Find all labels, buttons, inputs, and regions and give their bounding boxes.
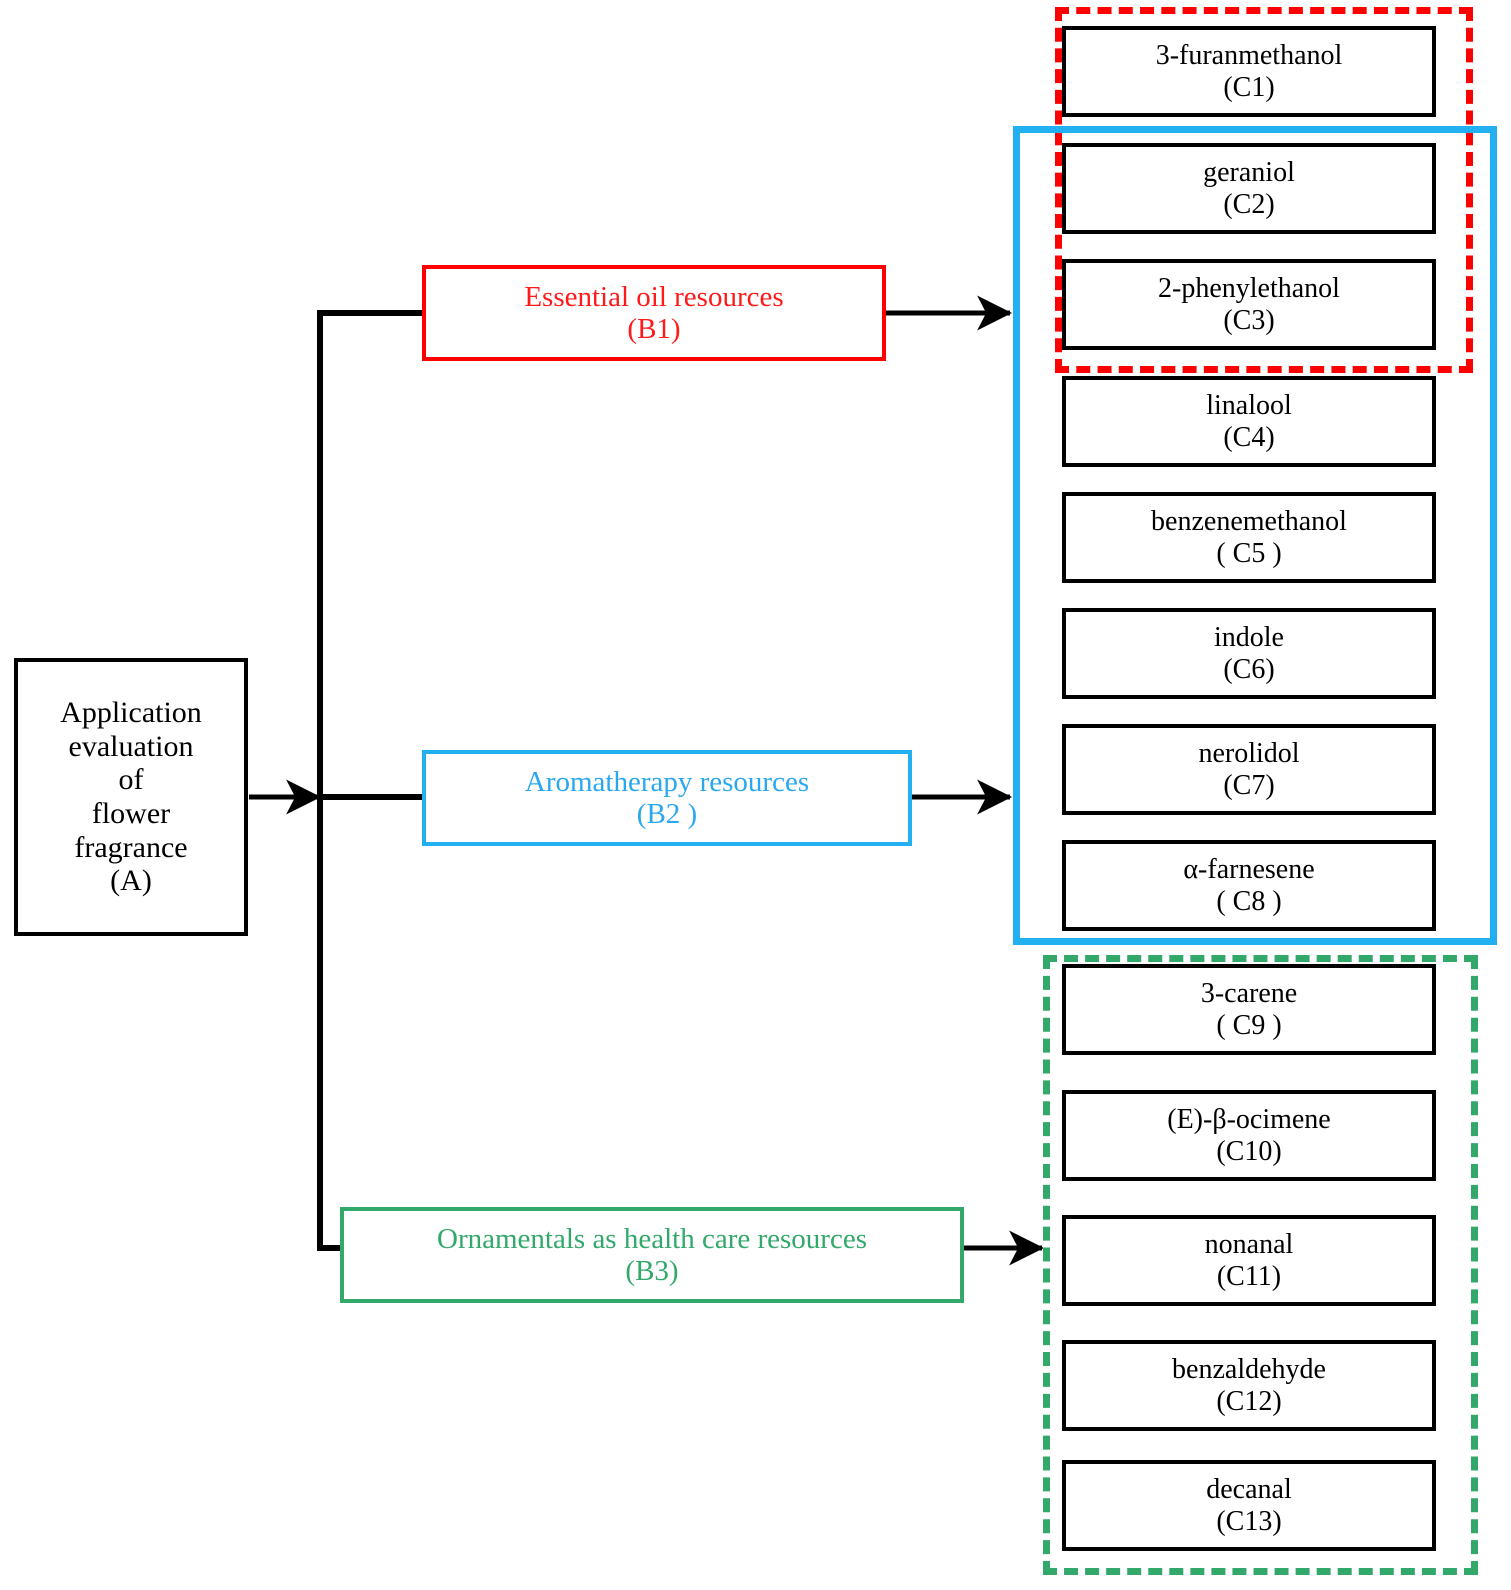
node-b2-code: (B2 ) <box>636 798 698 830</box>
node-c10-code: (C10) <box>1216 1135 1282 1167</box>
node-c1-label: 3-furanmethanol <box>1155 40 1343 72</box>
node-c11-label: nonanal <box>1204 1229 1294 1261</box>
node-c11-code: (C11) <box>1216 1260 1282 1292</box>
node-c1-code: (C1) <box>1223 71 1275 103</box>
node-c12-label: benzaldehyde <box>1172 1354 1326 1386</box>
node-c7-code: (C7) <box>1223 769 1275 801</box>
node-b1-label: Essential oil resources <box>524 280 784 313</box>
node-application-evaluation[interactable]: Application evaluation of flower fragran… <box>14 658 248 936</box>
node-compound-c6[interactable]: indole (C6) <box>1062 608 1436 699</box>
node-a-line-5: fragrance <box>74 830 188 864</box>
node-b3-code: (B3) <box>625 1255 679 1287</box>
node-c9-code: ( C9 ) <box>1216 1009 1282 1041</box>
node-c5-code: ( C5 ) <box>1216 537 1282 569</box>
node-c13-label: decanal <box>1206 1474 1292 1506</box>
node-essential-oil-resources[interactable]: Essential oil resources (B1) <box>422 265 886 361</box>
node-a-line-2: evaluation <box>68 729 194 763</box>
node-c9-label: 3-carene <box>1200 978 1298 1010</box>
node-compound-c5[interactable]: benzenemethanol ( C5 ) <box>1062 492 1436 583</box>
node-c7-label: nerolidol <box>1198 738 1300 770</box>
group-frame-aromatherapy <box>1013 126 1497 945</box>
node-c6-code: (C6) <box>1223 653 1275 685</box>
node-compound-c1[interactable]: 3-furanmethanol (C1) <box>1062 26 1436 117</box>
node-c2-label: geraniol <box>1203 157 1295 189</box>
node-c3-label: 2-phenylethanol <box>1158 273 1340 305</box>
node-health-care-resources[interactable]: Ornamentals as health care resources (B3… <box>340 1207 964 1303</box>
node-compound-c9[interactable]: 3-carene ( C9 ) <box>1062 964 1436 1055</box>
node-a-code: (A) <box>110 864 152 898</box>
node-a-line-3: of <box>118 763 144 797</box>
node-compound-c12[interactable]: benzaldehyde (C12) <box>1062 1340 1436 1431</box>
node-aromatherapy-resources[interactable]: Aromatherapy resources (B2 ) <box>422 750 912 846</box>
node-b1-code: (B1) <box>627 313 681 345</box>
node-compound-c13[interactable]: decanal (C13) <box>1062 1460 1436 1551</box>
node-c4-label: linalool <box>1206 390 1292 422</box>
node-c12-code: (C12) <box>1216 1385 1282 1417</box>
node-compound-c10[interactable]: (E)-β-ocimene (C10) <box>1062 1090 1436 1181</box>
node-compound-c3[interactable]: 2-phenylethanol (C3) <box>1062 259 1436 350</box>
node-compound-c4[interactable]: linalool (C4) <box>1062 376 1436 467</box>
node-c8-code: ( C8 ) <box>1216 885 1282 917</box>
node-compound-c2[interactable]: geraniol (C2) <box>1062 143 1436 234</box>
node-b3-label: Ornamentals as health care resources <box>437 1222 867 1255</box>
group-frame-health-care <box>1043 955 1478 1575</box>
node-c8-label: α-farnesene <box>1183 854 1315 886</box>
node-c4-code: (C4) <box>1223 421 1275 453</box>
node-c3-code: (C3) <box>1223 304 1275 336</box>
node-compound-c7[interactable]: nerolidol (C7) <box>1062 724 1436 815</box>
node-c6-label: indole <box>1214 622 1284 654</box>
group-frame-essential-oil <box>1055 7 1473 373</box>
node-compound-c8[interactable]: α-farnesene ( C8 ) <box>1062 840 1436 931</box>
node-b2-label: Aromatherapy resources <box>524 765 810 798</box>
node-c10-label: (E)-β-ocimene <box>1167 1104 1331 1136</box>
node-c13-code: (C13) <box>1216 1505 1282 1537</box>
node-a-line-4: flower <box>91 797 171 830</box>
node-a-line-1: Application <box>60 696 202 730</box>
node-compound-c11[interactable]: nonanal (C11) <box>1062 1215 1436 1306</box>
node-c2-code: (C2) <box>1223 188 1275 220</box>
node-c5-label: benzenemethanol <box>1151 506 1347 538</box>
